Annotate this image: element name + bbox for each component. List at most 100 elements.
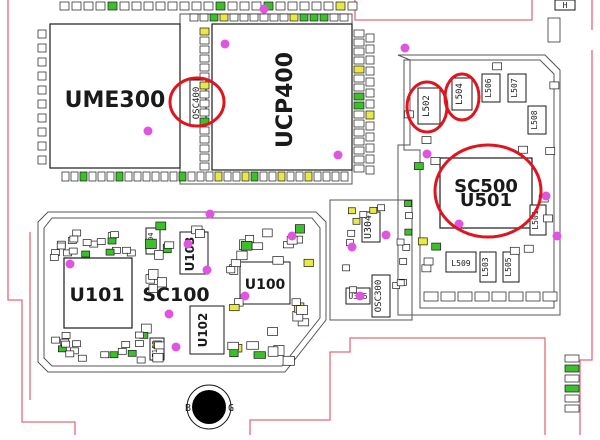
passive-component [297, 318, 310, 327]
passive-component [143, 1, 154, 11]
passive-component [353, 92, 365, 101]
passive-component [199, 108, 210, 117]
passive-component [122, 246, 131, 254]
passive-component [195, 229, 205, 239]
passive-component [155, 221, 167, 231]
passive-component [319, 13, 329, 22]
passive-component [189, 13, 199, 22]
test-point [205, 209, 215, 219]
passive-component [236, 250, 248, 261]
passive-component [37, 85, 47, 95]
sc500-highlight [433, 143, 543, 239]
passive-component [353, 101, 365, 110]
passive-component [342, 264, 350, 272]
passive-component [299, 1, 310, 11]
passive-component [262, 228, 273, 238]
passive-component [69, 235, 79, 243]
passive-component [226, 266, 236, 274]
passive-component [59, 1, 70, 11]
passive-component [227, 1, 238, 11]
test-point [65, 259, 75, 269]
u102-label: U102 [196, 313, 210, 348]
passive-component [564, 384, 580, 393]
passive-component [121, 341, 131, 348]
passive-component [365, 55, 375, 65]
passive-component [51, 336, 60, 344]
u100-label: U100 [245, 277, 286, 293]
ic-ucp400: UCP400 [211, 23, 353, 171]
passive-component [508, 291, 524, 302]
test-point [541, 191, 551, 201]
passive-component [227, 341, 239, 351]
test-point [202, 265, 212, 275]
osc300: OSC300 [371, 274, 391, 318]
passive-component [199, 36, 210, 45]
passive-component [160, 171, 169, 182]
passive-component [119, 1, 130, 11]
passive-component [115, 171, 124, 182]
passive-component [352, 217, 361, 225]
passive-component [135, 340, 144, 347]
passive-component [295, 171, 304, 182]
passive-component [81, 250, 91, 258]
passive-component [547, 17, 561, 43]
top-right-label: H [563, 1, 568, 10]
passive-component [37, 141, 47, 151]
passive-component [246, 341, 259, 350]
passive-component [474, 291, 490, 302]
passive-component [82, 239, 92, 246]
passive-component [365, 99, 375, 109]
test-point [220, 39, 230, 49]
passive-component [199, 144, 210, 153]
passive-component [369, 206, 378, 214]
passive-component [347, 229, 356, 237]
passive-component [72, 340, 81, 348]
l504: L504 [451, 77, 473, 111]
passive-component [187, 171, 196, 182]
passive-component [404, 228, 413, 236]
passive-component [405, 212, 413, 219]
passive-component [509, 246, 520, 255]
passive-component [269, 13, 279, 22]
passive-component [365, 66, 375, 76]
passive-component [239, 13, 249, 22]
sc100-label: SC100 [142, 284, 209, 306]
passive-component [564, 394, 580, 403]
passive-component [191, 1, 202, 11]
u304-label: U304 [363, 215, 374, 239]
passive-component [347, 1, 358, 11]
passive-component [431, 242, 442, 251]
passive-component [199, 54, 210, 63]
l508-label: L508 [530, 110, 539, 129]
passive-component [564, 364, 580, 373]
passive-component [311, 1, 322, 11]
l508: L508 [527, 105, 547, 135]
l507-label: L507 [510, 78, 519, 97]
passive-component [205, 171, 214, 182]
passive-component [215, 1, 226, 11]
passive-component [68, 247, 78, 255]
passive-component [155, 1, 166, 11]
passive-component [148, 269, 159, 280]
passive-component [199, 99, 210, 108]
test-point [355, 291, 365, 301]
passive-component [421, 136, 432, 144]
passive-component [549, 81, 560, 90]
passive-component [96, 238, 106, 245]
passive-component [267, 346, 279, 357]
passive-component [267, 327, 278, 336]
passive-component [365, 121, 375, 131]
passive-component [313, 171, 322, 182]
hole-fill [192, 390, 226, 424]
passive-component [353, 119, 365, 128]
passive-component [365, 44, 375, 54]
passive-component [61, 332, 71, 339]
passive-component [107, 1, 118, 11]
l505-label: L505 [504, 257, 513, 276]
passive-component [440, 291, 456, 302]
passive-component [199, 45, 210, 54]
passive-component [199, 153, 210, 162]
passive-component [402, 244, 411, 251]
passive-component [72, 229, 82, 237]
